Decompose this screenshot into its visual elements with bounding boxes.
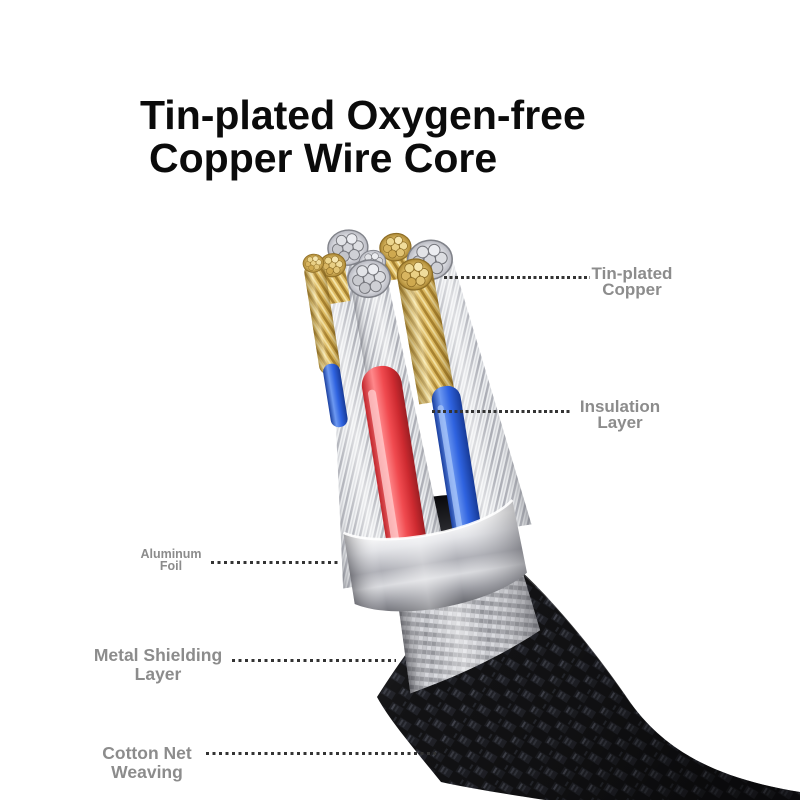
wire-bundle <box>301 226 532 589</box>
callout-label: Metal Shielding Layer <box>88 646 228 684</box>
callout-dotted-line <box>211 561 341 564</box>
cable-bands <box>342 499 541 694</box>
copper-core-center <box>394 255 456 405</box>
callout-label-line2: Layer <box>597 412 643 432</box>
callout-dotted-line <box>444 276 590 279</box>
callout-label-line1: Tin-plated <box>591 264 673 283</box>
callout-label-line2: Copper <box>602 279 662 299</box>
insulation-blue-wire <box>431 385 483 553</box>
callout-label: Tin-plated Copper <box>584 264 680 299</box>
page-title: Tin-plated Oxygen-free Copper Wire Core <box>140 94 586 180</box>
callout-label: Aluminum Foil <box>132 547 210 573</box>
callout-label: Insulation Layer <box>572 397 668 432</box>
callout-label-line1: Metal Shielding <box>93 645 223 665</box>
page-title-line2: Copper Wire Core <box>149 135 498 181</box>
copper-rope-left <box>301 252 340 375</box>
aluminum-foil-ring <box>342 499 527 612</box>
callout-dotted-line <box>232 659 396 662</box>
tin-strand-back-left <box>324 226 393 589</box>
page-title-line1: Tin-plated Oxygen-free <box>140 92 586 138</box>
callout-dotted-line <box>206 752 436 755</box>
callout-label-line1: Insulation <box>579 397 661 416</box>
callout-label-line1: Aluminum <box>140 547 202 561</box>
blue-wire-sliver <box>323 363 348 428</box>
callout-label-line2: Weaving <box>111 762 183 782</box>
callout-label-line1: Cotton Net <box>102 743 192 763</box>
callout-label-line2: Layer <box>134 664 182 684</box>
callout-label: Cotton Net Weaving <box>86 744 208 782</box>
callout-dotted-line <box>432 410 572 413</box>
callout-label-line2: Foil <box>159 559 183 573</box>
insulation-red-wire <box>361 365 430 582</box>
